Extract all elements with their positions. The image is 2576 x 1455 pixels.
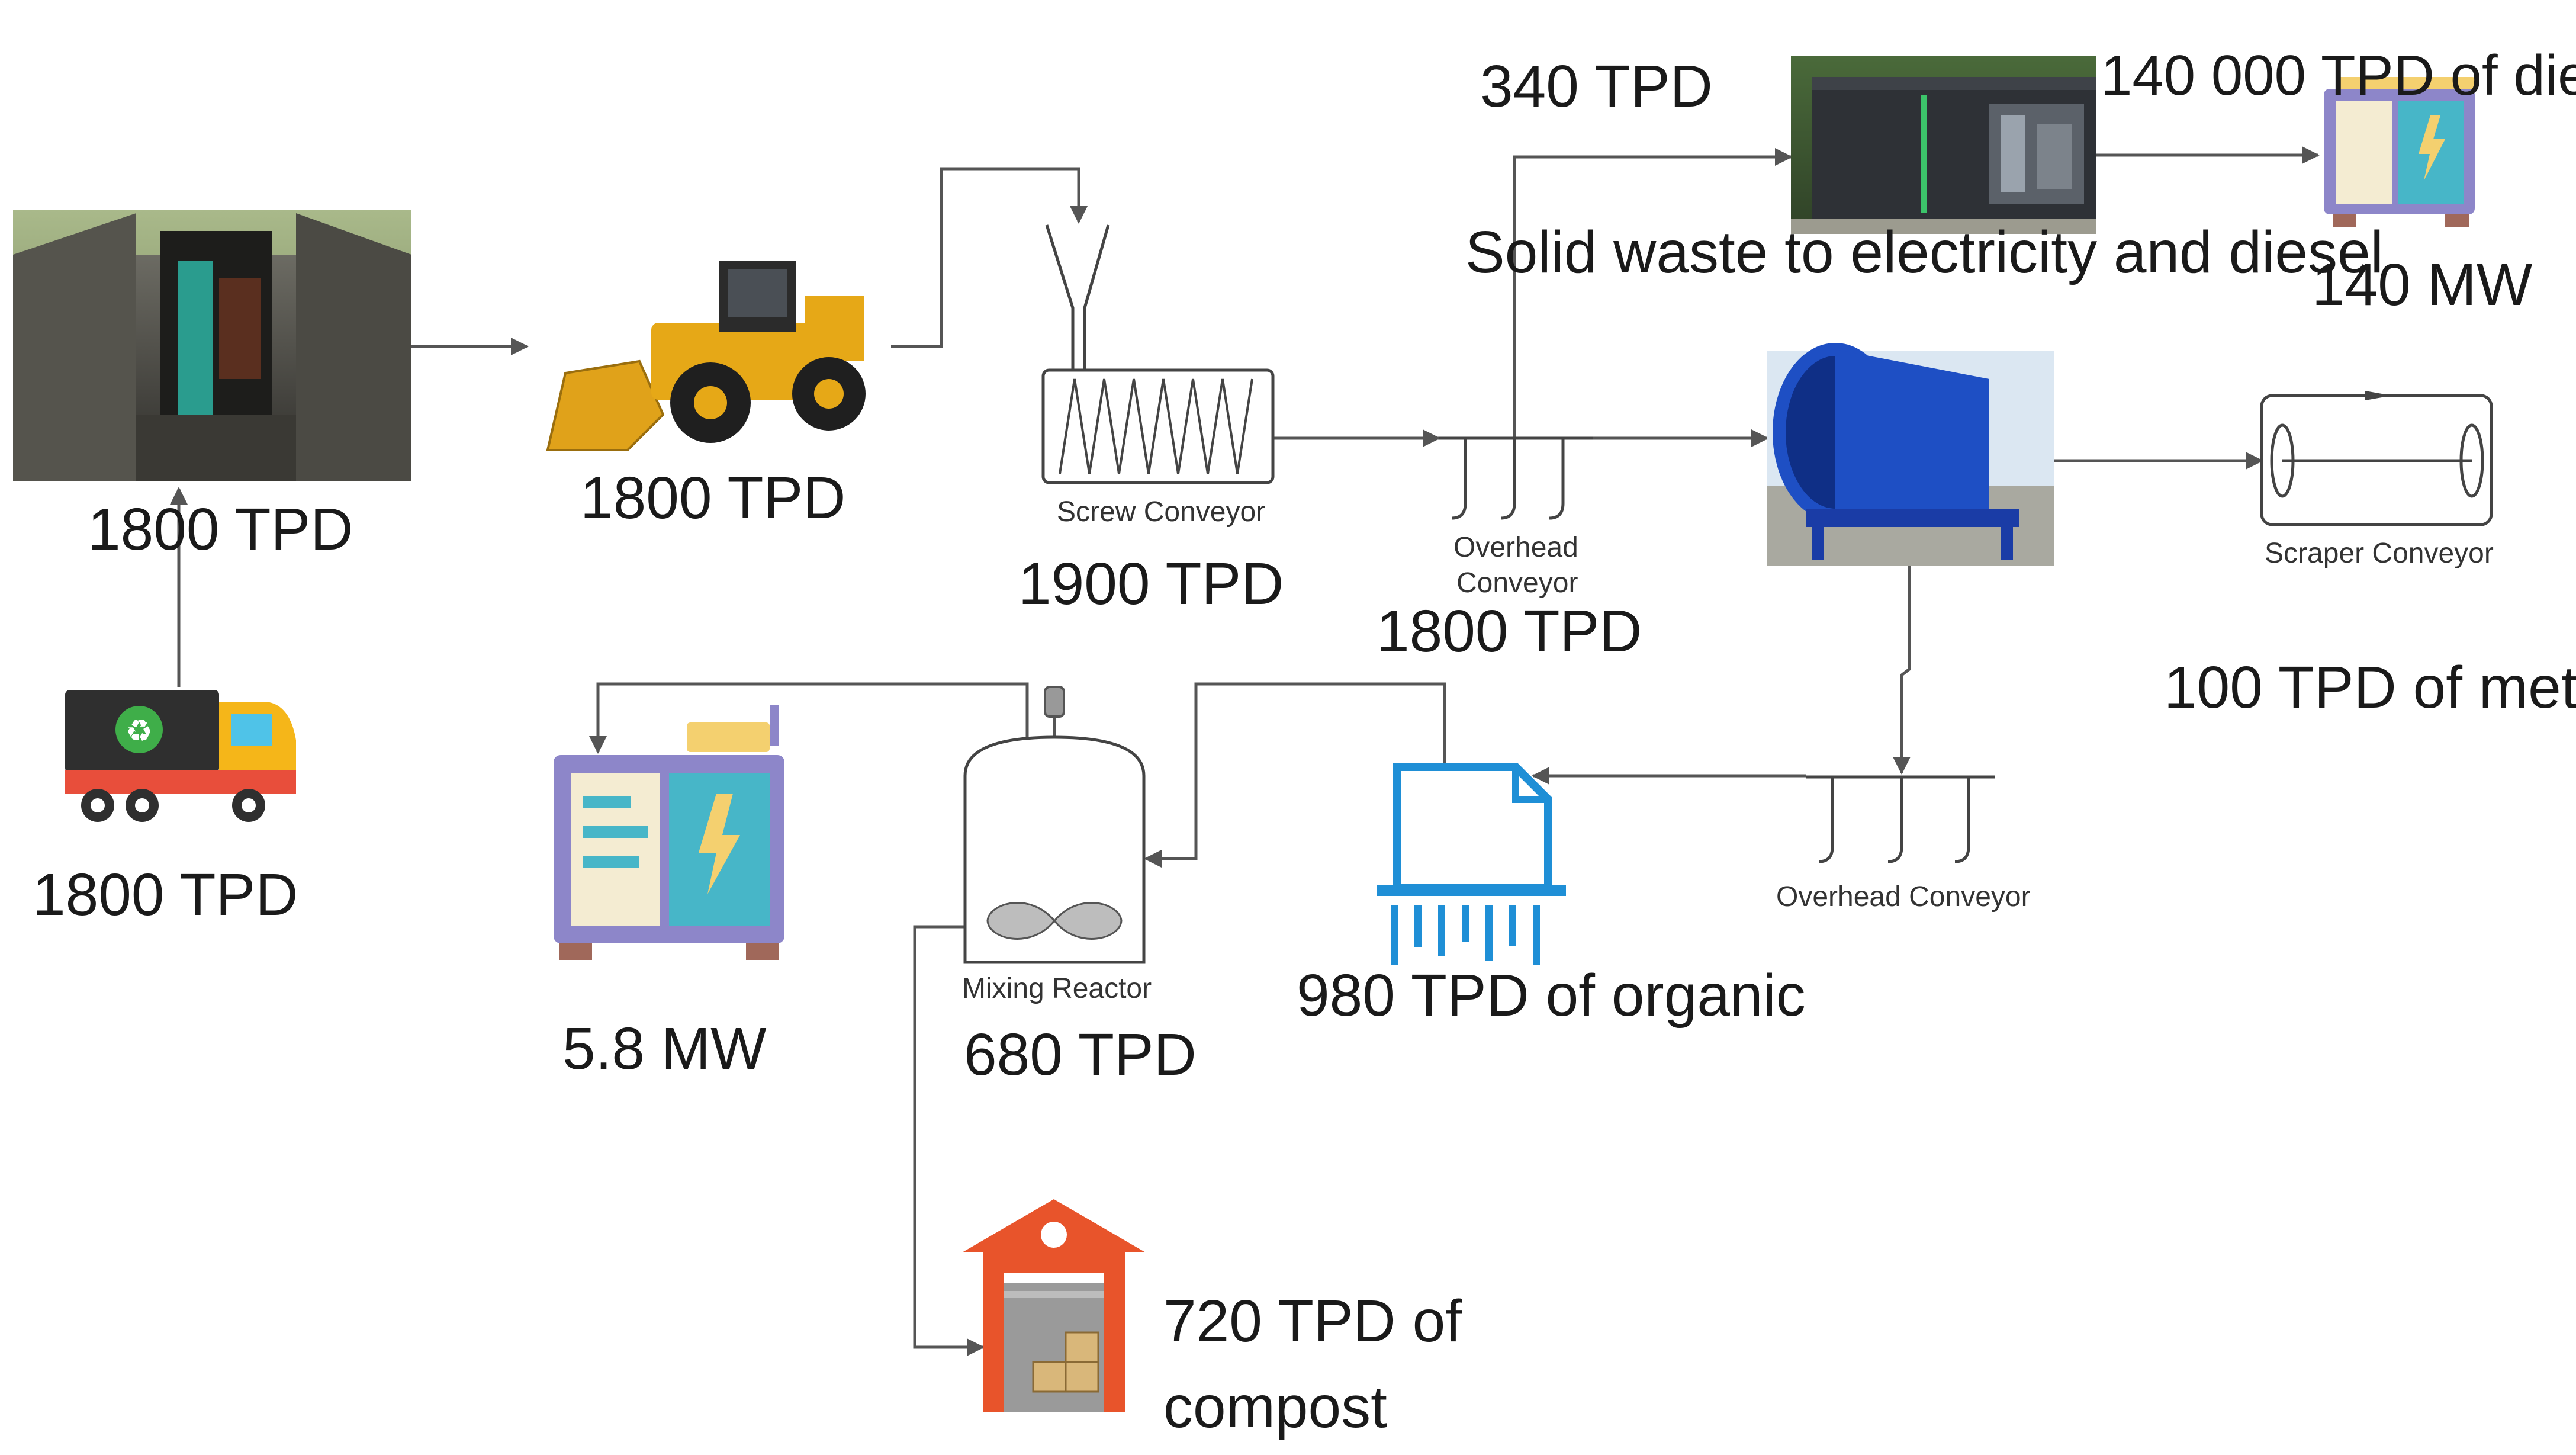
flow-organic-to-reactor xyxy=(1144,682,1446,868)
flow-loader-to-screw xyxy=(891,167,1088,348)
metal-output-label: 100 TPD of metal xyxy=(2164,654,2576,721)
overhead-conveyor-top-icon xyxy=(1439,436,1593,520)
scraper-conveyor-icon xyxy=(2260,391,2493,526)
overhead-tpd-label: 1800 TPD xyxy=(1377,598,1642,664)
bunker-tpd-label: 1800 TPD xyxy=(88,496,353,563)
loader-tpd-label: 1800 TPD xyxy=(580,465,845,531)
organic-output-label: 980 TPD of organic xyxy=(1297,962,1806,1029)
screw-tpd-label: 1900 TPD xyxy=(1018,551,1284,617)
flow-overhead-to-plant xyxy=(1513,148,1793,438)
overhead-conveyor-bottom-label: Overhead Conveyor xyxy=(1776,881,2031,913)
mixing-reactor-icon xyxy=(963,686,1146,964)
flow-reactor-to-generator xyxy=(589,682,1029,754)
generator-bottom-output-label: 5.8 MW xyxy=(562,1016,767,1082)
generator-top-icon xyxy=(2324,77,2475,227)
svg-text:♻: ♻ xyxy=(126,714,153,749)
shredder-icon xyxy=(1377,763,1566,965)
bunker-photo xyxy=(13,210,411,481)
garbage-truck-icon: ♻ xyxy=(65,690,296,822)
compost-output-label-line1: 720 TPD of xyxy=(1163,1288,1462,1354)
scraper-conveyor-label: Scraper Conveyor xyxy=(2265,538,2494,569)
diesel-output-label: 140 000 TPD of diesel xyxy=(2101,44,2576,107)
overhead-conveyor-top-label-line1: Overhead xyxy=(1453,532,1578,563)
wheel-loader-icon xyxy=(546,261,866,451)
screw-conveyor-icon xyxy=(1041,224,1275,484)
reactor-tpd-label: 680 TPD xyxy=(964,1022,1197,1088)
flow-lines xyxy=(170,146,2320,1356)
truck-tpd-label: 1800 TPD xyxy=(33,862,298,928)
compost-warehouse-icon xyxy=(962,1199,1146,1412)
trommel-screen-photo xyxy=(1767,343,2054,566)
screw-conveyor-label: Screw Conveyor xyxy=(1057,496,1265,528)
generator-bottom-icon xyxy=(554,705,784,960)
overhead-conveyor-bottom-icon xyxy=(1806,775,1995,863)
generator-top-output-label: 140 MW xyxy=(2312,252,2533,318)
overhead-conveyor-top-label-line2: Conveyor xyxy=(1456,567,1578,599)
plant-caption-label: Solid waste to electricity and diesel xyxy=(1465,219,2384,285)
plant-input-tpd-label: 340 TPD xyxy=(1480,53,1713,120)
flow-trommel-to-bottom-conveyor xyxy=(1893,566,1911,775)
diagram-labels: 1800 TPD 1800 TPD 1800 TPD Screw Conveyo… xyxy=(33,44,2576,1440)
mixing-reactor-label: Mixing Reactor xyxy=(962,973,1152,1004)
waste-to-energy-plant-photo xyxy=(1791,56,2096,234)
compost-output-label-line2: compost xyxy=(1163,1374,1387,1440)
flow-reactor-to-compost xyxy=(913,925,985,1356)
